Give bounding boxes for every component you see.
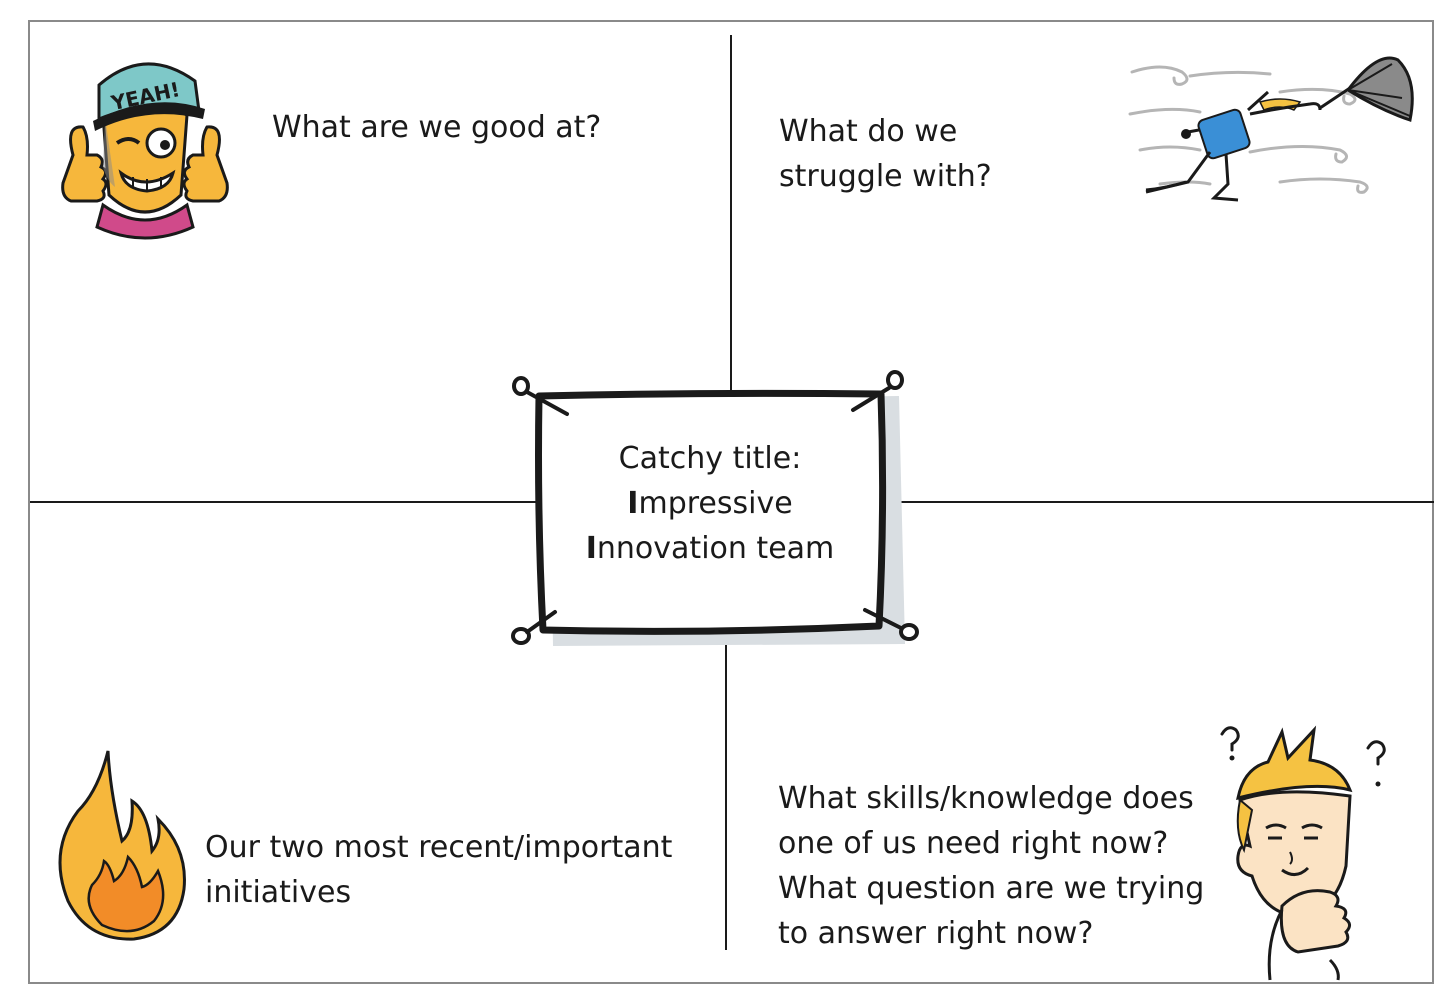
vertical-divider-top: [730, 35, 732, 391]
horizontal-divider-left: [30, 501, 537, 503]
prompt-line: initiatives: [205, 875, 352, 910]
center-title-initial: I: [627, 486, 639, 521]
prompt-line: to answer right now?: [778, 916, 1094, 951]
prompt-line: Our two most recent/important: [205, 830, 673, 865]
horizontal-divider-right: [890, 501, 1434, 503]
prompt-line: What are we good at?: [272, 110, 602, 145]
prompt-initiatives: Our two most recent/important initiative…: [205, 825, 672, 915]
thumbs-up-yeah-icon: YEAH!: [61, 62, 229, 240]
center-title-rest: nnovation team: [596, 531, 835, 566]
vertical-divider-bottom: [725, 645, 727, 950]
prompt-line: What do we: [779, 114, 958, 149]
center-title-initial: I: [585, 531, 597, 566]
center-title-rest: mpressive: [638, 486, 793, 521]
prompt-line: What skills/knowledge does: [778, 781, 1194, 816]
flame-icon: [58, 750, 186, 941]
title-frame: [511, 370, 919, 646]
thinking-person-icon: [1220, 725, 1386, 981]
prompt-skills-questions: What skills/knowledge does one of us nee…: [778, 776, 1204, 956]
prompt-good-at: What are we good at?: [272, 105, 601, 150]
prompt-line: one of us need right now?: [778, 826, 1169, 861]
center-title-line-3: Innovation team: [565, 526, 855, 571]
center-title-line-1: Catchy title:: [618, 441, 802, 476]
windblown-umbrella-icon: [1128, 56, 1414, 202]
prompt-struggle: What do we struggle with?: [779, 109, 992, 199]
prompt-line: What question are we trying: [778, 871, 1205, 906]
center-title-line-2: Impressive: [565, 481, 855, 526]
prompt-line: struggle with?: [779, 159, 992, 194]
center-title: Catchy title: Impressive Innovation team: [565, 436, 855, 571]
